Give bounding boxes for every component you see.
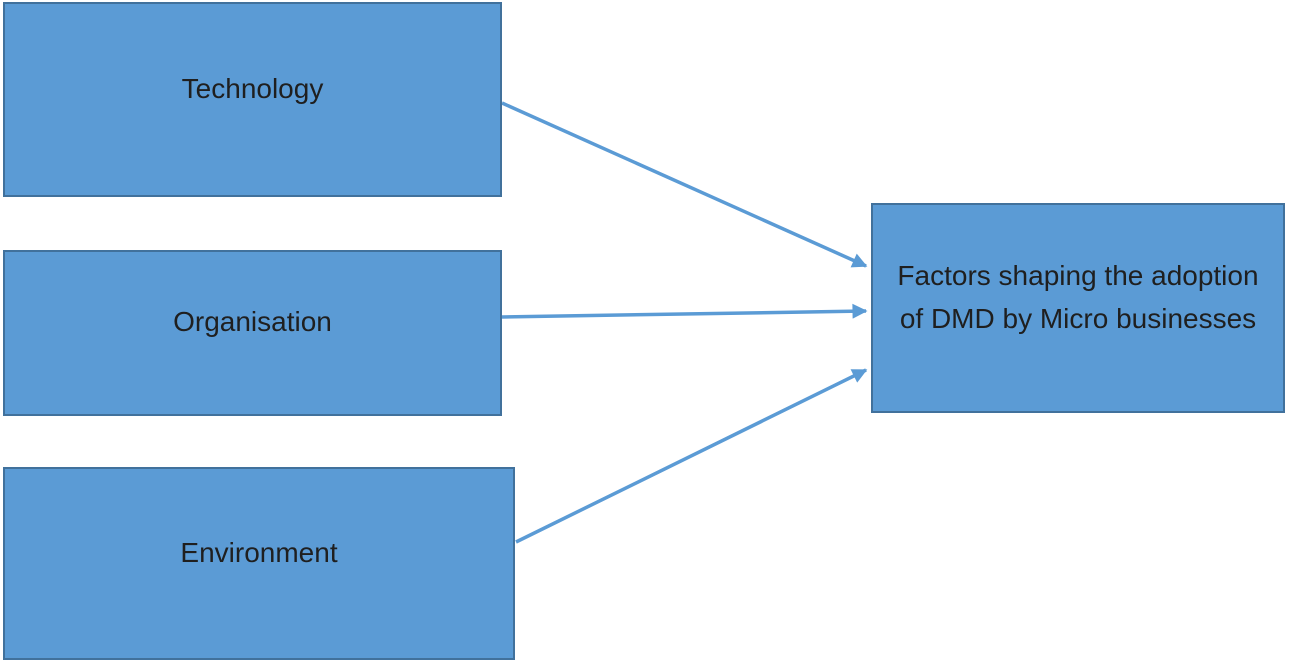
node-environment: Environment: [3, 467, 515, 660]
node-factors: Factors shaping the adoption of DMD by M…: [871, 203, 1285, 413]
arrow-environment-to-factors: [515, 368, 868, 544]
node-technology: Technology: [3, 2, 502, 197]
node-technology-label: Technology: [181, 72, 324, 104]
arrow-organisation-to-factors: [501, 303, 868, 319]
node-organisation-label: Organisation: [173, 306, 332, 338]
node-environment-label: Environment: [180, 536, 338, 568]
node-factors-label: Factors shaping the adoption of DMD by M…: [897, 259, 1259, 334]
arrow-technology-to-factors: [501, 101, 868, 268]
node-organisation: Organisation: [3, 250, 502, 416]
